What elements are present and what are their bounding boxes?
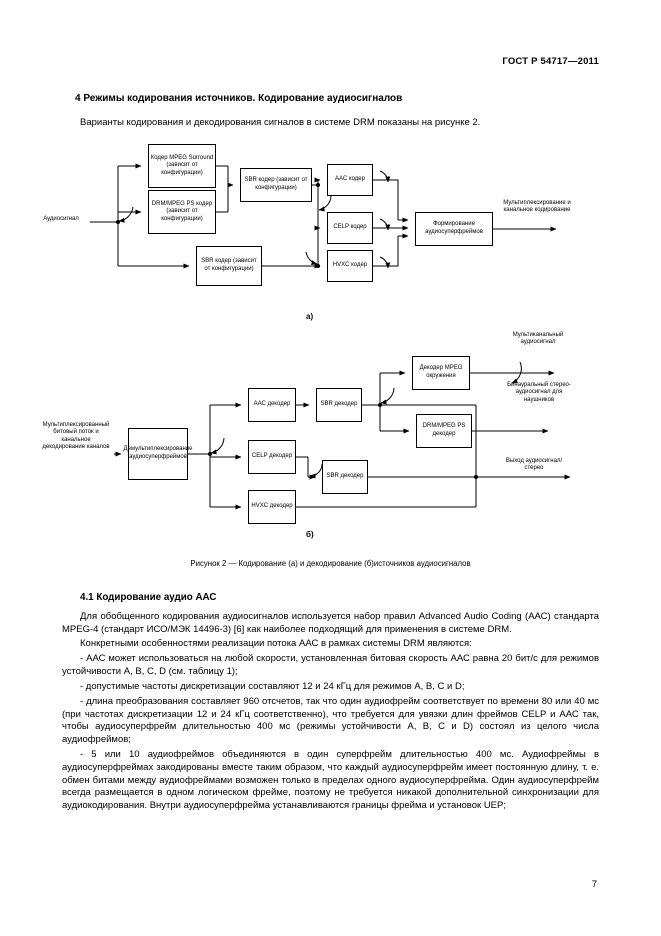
decoder-box-sbr-bottom: SBR декодер [322, 459, 368, 494]
decoder-box-aac: ААС декодер [248, 387, 296, 422]
decoder-output-multichannel-label: Мультиканальный аудиосигнал [512, 331, 564, 346]
encoder-box-sbr-bottom: SBR кодер (зависит от конфигурации) [196, 245, 262, 286]
section-heading: 4 Режимы кодирования источников. Кодиров… [75, 93, 403, 104]
decoder-input-label: Мультиплексированный битовый поток и кан… [42, 421, 110, 451]
encoder-output-label: Мультиплексирование и канальное кодирова… [503, 199, 571, 214]
encoder-box-celp: CELP кодер [327, 211, 373, 244]
diagram-a-label: а) [306, 311, 314, 321]
decoder-box-hvxc: HVXC декодер [248, 489, 296, 524]
figure-2: Аудиосигнал Кодер MPEG Surround (зависит… [0, 136, 661, 551]
list-item-paragraph: - 5 или 10 аудиофреймов объединяются в о… [62, 748, 599, 812]
diagram-connections [90, 163, 571, 510]
section-4-1-heading: 4.1 Кодирование аудио ААС [80, 591, 217, 603]
diagram-b-label: б) [306, 529, 314, 539]
decoder-box-drm-ps: DRM/MPEG PS декодер [416, 413, 472, 448]
encoder-box-mpeg-surround: Кодер MPEG Surround (зависит от конфигур… [148, 143, 216, 188]
list-item-paragraph: - длина преобразования составляет 960 от… [62, 695, 599, 746]
decoder-box-celp: CELP декодер [248, 439, 296, 474]
doc-number: ГОСТ Р 54717—2011 [502, 56, 599, 67]
figure-caption: Рисунок 2 — Кодирование (а) и декодирова… [190, 558, 471, 568]
decoder-box-demux: Демультиплексирование аудиосуперфреймов [124, 427, 193, 480]
encoder-input-label: Аудиосигнал [43, 215, 79, 222]
decoder-box-sbr-top: SBR декодер [316, 387, 362, 422]
decoder-output-binaural-label: Бинауральный стерео-аудиосигнал для науш… [507, 381, 571, 403]
paragraph: Конкретными особенностями реализации пот… [80, 638, 472, 650]
decoder-output-stereo-label: Выход аудиосигнал/ стерео [505, 457, 563, 472]
encoder-box-sbr-top: SBR кодер (зависит от конфигурации) [240, 167, 312, 202]
encoder-box-aac: ААС кодер [327, 163, 373, 196]
intro-paragraph: Варианты кодирования и декодирования сиг… [80, 117, 481, 128]
page-number: 7 [591, 879, 597, 890]
decoder-box-mpeg-surround: Декодер MPEG окружения [412, 355, 470, 390]
encoder-box-drm-ps: DRM/MPEG PS кодер (зависит от конфигурац… [148, 189, 216, 234]
paragraph: Для обобщенного кодирования аудиосигнало… [62, 610, 599, 635]
list-item-paragraph: - допустимые частоты дискретизации соста… [80, 680, 465, 692]
encoder-box-superframe: Формирование аудиосуперфреймов [415, 211, 493, 246]
list-item-paragraph: - ААС может использоваться на любой скор… [62, 653, 599, 678]
encoder-box-hvxc: HVXC кодер [327, 249, 373, 282]
